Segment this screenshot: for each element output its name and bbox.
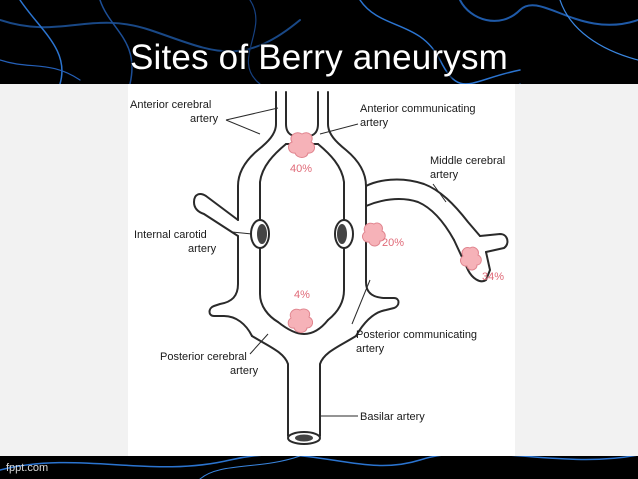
label-posterior-communicating: Posterior communicating — [356, 329, 477, 341]
label-middle-cerebral-line2: artery — [430, 169, 459, 181]
right-carotid-opening — [334, 219, 354, 249]
aneurysm-middle-cerebral — [459, 246, 482, 271]
label-anterior-cerebral-line2: artery — [190, 113, 219, 125]
aneurysm-internal-carotid — [361, 222, 386, 247]
circle-of-willis-diagram: Anterior cerebral artery Anterior commun… — [130, 91, 509, 445]
label-internal-carotid-line2: artery — [188, 243, 217, 255]
diagram-panel: Anterior cerebral artery Anterior commun… — [128, 84, 515, 456]
label-anterior-cerebral: Anterior cerebral — [130, 99, 211, 111]
label-anterior-communicating-line2: artery — [360, 117, 389, 129]
label-basilar-artery: Basilar artery — [360, 411, 425, 423]
label-internal-carotid: Internal carotid — [134, 229, 207, 241]
aneurysm-anterior-communicating — [287, 132, 316, 158]
percent-anterior-communicating: 40% — [290, 163, 312, 175]
percent-internal-carotid: 20% — [382, 237, 404, 249]
label-posterior-cerebral: Posterior cerebral — [160, 351, 247, 363]
percent-middle-cerebral: 34% — [482, 271, 504, 283]
label-posterior-cerebral-line2: artery — [230, 365, 259, 377]
footer-credit: fppt.com — [6, 462, 49, 474]
left-carotid-opening — [250, 219, 270, 249]
aneurysm-basilar-tip — [287, 308, 314, 333]
label-anterior-communicating: Anterior communicating — [360, 103, 476, 115]
label-posterior-communicating-line2: artery — [356, 343, 385, 355]
basilar-opening — [287, 431, 321, 445]
slide-title: Sites of Berry aneurysm — [129, 38, 509, 77]
label-middle-cerebral: Middle cerebral — [430, 155, 505, 167]
percent-basilar-tip: 4% — [294, 289, 310, 301]
